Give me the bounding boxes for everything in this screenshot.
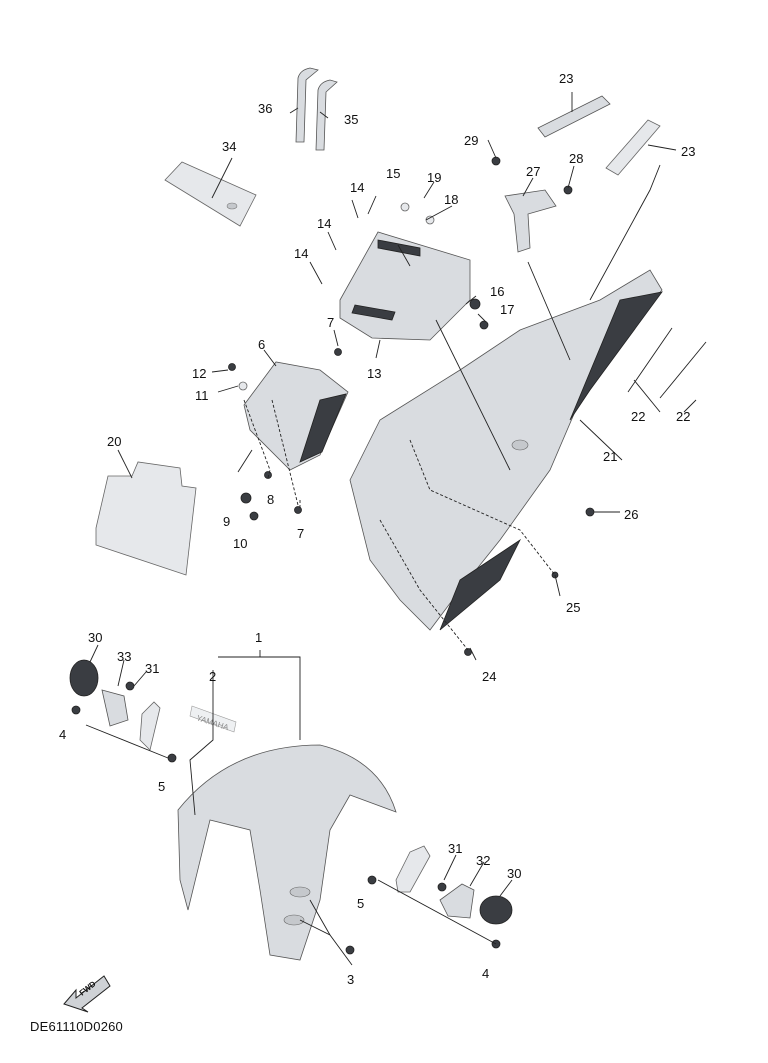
callout-32: 32: [476, 853, 491, 868]
strip-23b: [605, 119, 661, 176]
bracket-27: [491, 156, 573, 253]
strip-23a: [537, 95, 611, 138]
leader-lines: [85, 92, 697, 966]
callout-30-left: 30: [88, 630, 103, 645]
callout-21: 21: [603, 449, 618, 464]
diagram-code: DE61110D0260: [30, 1019, 123, 1034]
callout-6: 6: [258, 337, 266, 352]
callout-7-top: 7: [327, 315, 335, 330]
callout-23-a: 23: [559, 71, 574, 86]
callout-18: 18: [444, 192, 459, 207]
rod-36: [295, 67, 319, 143]
callout-3: 3: [347, 972, 355, 987]
callout-23-b: 23: [681, 144, 696, 159]
callout-30-right: 30: [507, 866, 522, 881]
callout-33: 33: [117, 649, 132, 664]
callout-10: 10: [233, 536, 248, 551]
callout-27: 27: [526, 164, 541, 179]
front-fender-1: [177, 744, 397, 961]
rod-35: [315, 79, 338, 151]
callout-8: 8: [267, 492, 275, 507]
callout-1: 1: [255, 630, 263, 645]
callout-36: 36: [258, 101, 273, 116]
callout-12: 12: [192, 366, 207, 381]
plate-20: [95, 461, 197, 576]
callout-4-right: 4: [482, 966, 490, 981]
callout-5-right: 5: [357, 896, 365, 911]
callout-24: 24: [482, 669, 497, 684]
callout-13: 13: [367, 366, 382, 381]
callout-14-b: 14: [317, 216, 332, 231]
callout-25: 25: [566, 600, 581, 615]
callout-2: 2: [209, 669, 217, 684]
callout-31-left: 31: [145, 661, 160, 676]
callout-34: 34: [222, 139, 237, 154]
callout-9: 9: [223, 514, 231, 529]
tail-cover-21: [349, 269, 663, 656]
callout-29: 29: [464, 133, 479, 148]
callout-15: 15: [386, 166, 401, 181]
callout-22-b: 22: [676, 409, 691, 424]
callout-5-left: 5: [158, 779, 166, 794]
callout-35: 35: [344, 112, 359, 127]
tray-13: [339, 202, 489, 341]
dashed-alignment-lines: [243, 399, 556, 651]
callout-7-bottom: 7: [297, 526, 305, 541]
callout-31-right: 31: [448, 841, 463, 856]
callout-26: 26: [624, 507, 639, 522]
callout-17: 17: [500, 302, 515, 317]
reflector-left: [69, 659, 177, 763]
callout-20: 20: [107, 434, 122, 449]
callout-14-c: 14: [294, 246, 309, 261]
callout-14-a: 14: [350, 180, 365, 195]
pad-34: [164, 161, 257, 227]
callout-19: 19: [427, 170, 442, 185]
bracket-6: [228, 348, 349, 521]
callout-4-left: 4: [59, 727, 67, 742]
callout-22-a: 22: [631, 409, 646, 424]
reflector-right: [367, 845, 513, 949]
callout-11: 11: [195, 388, 209, 403]
fwd-arrow-icon: FWD: [63, 975, 111, 1013]
callout-16: 16: [490, 284, 505, 299]
callout-28: 28: [569, 151, 584, 166]
